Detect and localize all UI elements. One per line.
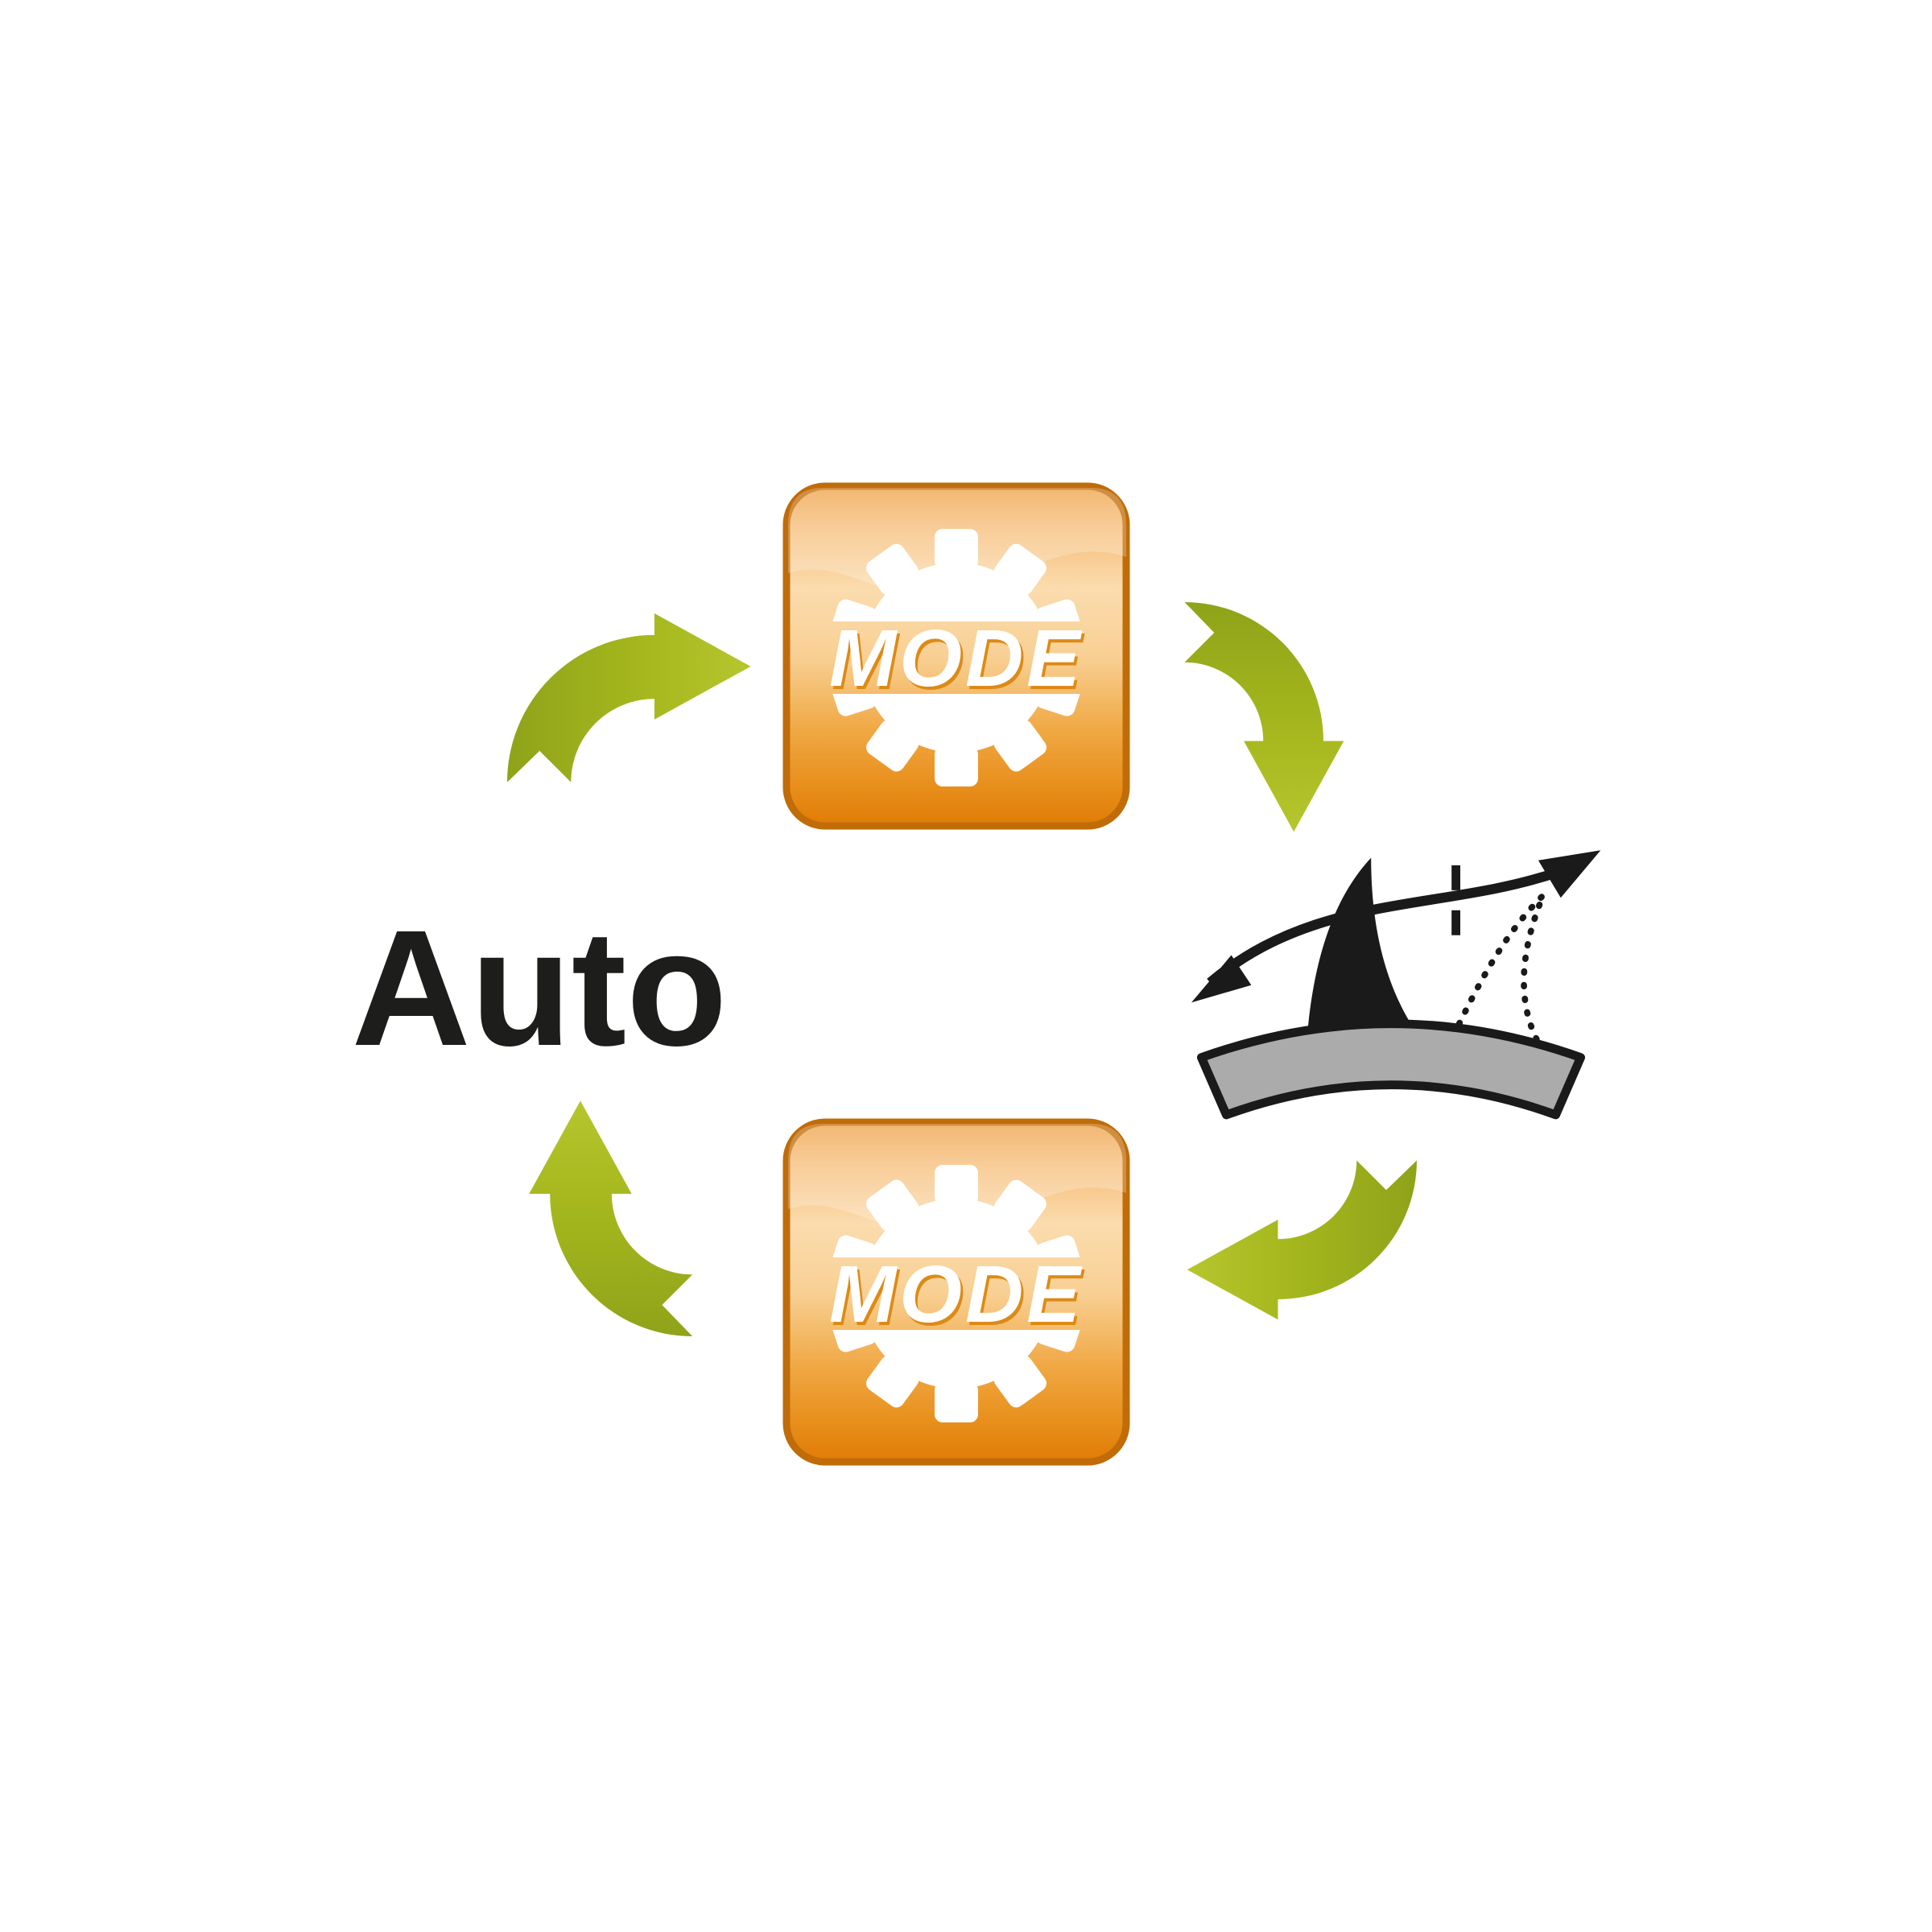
mode-label-shadow: MODE [832, 617, 1086, 707]
mode-button-top: MODE MODE [782, 482, 1130, 830]
arrow-cycle [507, 602, 1417, 1336]
gauge-lever-dotted [1442, 893, 1546, 1053]
mode-button-bottom: MODE MODE [782, 1118, 1130, 1466]
lever-position-gauge-icon [1191, 850, 1601, 1120]
curved-arrow-to-left-icon [1187, 1160, 1417, 1320]
gauge-arrowhead-right [1538, 850, 1601, 898]
gauge-arrowhead-left [1191, 955, 1252, 1003]
mode-label-band [791, 621, 1122, 694]
mode-label: MODE [829, 1249, 1084, 1340]
auto-label: Auto [352, 896, 728, 1080]
gauge-sweep-arrow-line [1207, 868, 1558, 987]
curved-arrow-to-right-icon [507, 613, 751, 782]
gauge-lever-solid [1306, 857, 1436, 1058]
mode-label-shadow: MODE [832, 1253, 1086, 1343]
gauge-base-arc [1196, 1019, 1586, 1120]
curved-arrow-to-up-icon [529, 1100, 693, 1336]
curved-arrow-to-down-icon [1184, 602, 1344, 832]
mode-label: MODE [829, 613, 1084, 704]
mode-label-band [791, 1257, 1122, 1330]
